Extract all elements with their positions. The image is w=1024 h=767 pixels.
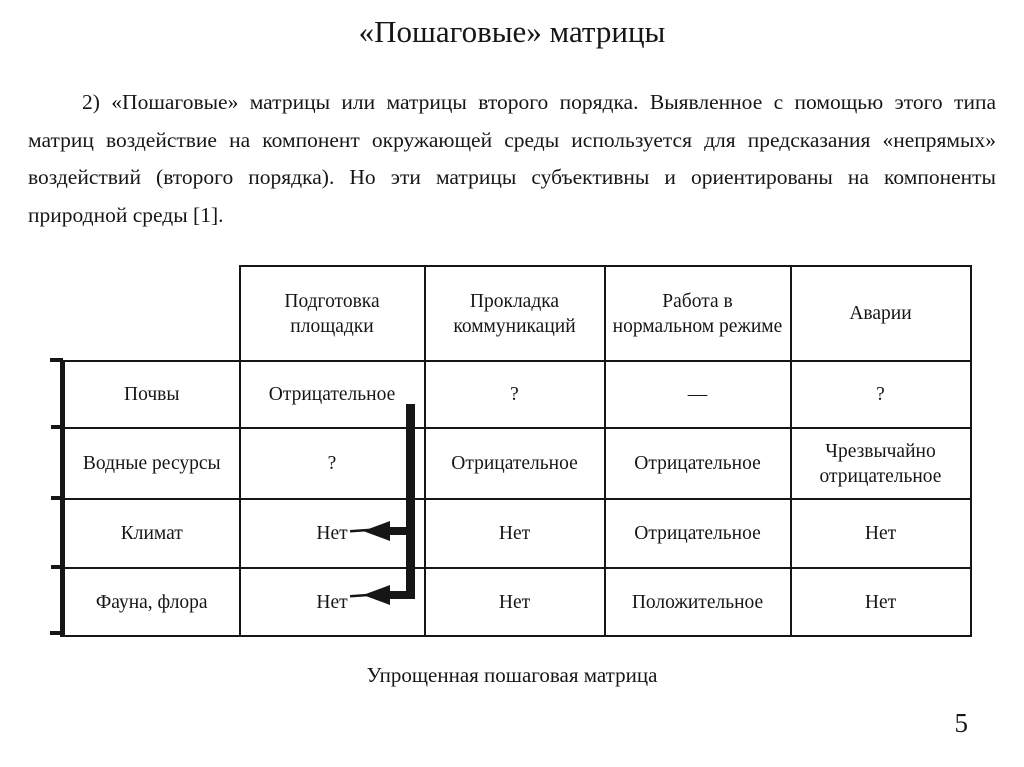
- table-row: Почвы Отрицательное ? — ?: [60, 360, 972, 429]
- row-label-water-resources: Водные ресурсы: [60, 427, 241, 500]
- cell-climate-communications: Нет: [423, 498, 606, 569]
- column-header-site-preparation: Подготовка площадки: [238, 265, 426, 362]
- column-header-communications: Прокладка коммуникаций: [423, 265, 606, 362]
- table-row: Климат Нет Нет Отрицательное Нет: [60, 498, 972, 569]
- row-label-climate: Климат: [60, 498, 241, 569]
- cell-fauna-accidents: Нет: [789, 567, 972, 637]
- row-label-soils: Почвы: [60, 360, 241, 429]
- cell-climate-preparation: Нет: [238, 498, 426, 569]
- step-matrix-table: Подготовка площадки Прокладка коммуникац…: [60, 265, 972, 637]
- column-header-accidents: Аварии: [789, 265, 972, 362]
- step-matrix-table-wrap: Подготовка площадки Прокладка коммуникац…: [60, 265, 972, 637]
- column-header-normal-operation: Работа в нормальном режиме: [603, 265, 792, 362]
- slide-title: «Пошаговые» матрицы: [358, 14, 666, 49]
- page-number: 5: [954, 708, 969, 738]
- table-row: Водные ресурсы ? Отрицательное Отрицател…: [60, 427, 972, 500]
- cell-climate-accidents: Нет: [789, 498, 972, 569]
- table-header-row: Подготовка площадки Прокладка коммуникац…: [63, 265, 972, 362]
- cell-soils-accidents: ?: [789, 360, 972, 429]
- cell-climate-operation: Отрицательное: [603, 498, 792, 569]
- row-label-fauna-flora: Фауна, флора: [60, 567, 241, 637]
- table-row: Фауна, флора Нет Нет Положительное Нет: [60, 567, 972, 637]
- body-paragraph: 2) «Пошаговые» матрицы или матрицы второ…: [28, 90, 996, 227]
- cell-soils-operation: —: [603, 360, 792, 429]
- cell-soils-communications: ?: [423, 360, 606, 429]
- cell-water-preparation: ?: [238, 427, 426, 500]
- cell-fauna-communications: Нет: [423, 567, 606, 637]
- cell-fauna-operation: Положительное: [603, 567, 792, 637]
- table-corner-blank: [63, 266, 240, 361]
- cell-water-accidents: Чрезвычайно отрицательное: [789, 427, 972, 500]
- cell-water-communications: Отрицательное: [423, 427, 606, 500]
- cell-water-operation: Отрицательное: [603, 427, 792, 500]
- cell-fauna-preparation: Нет: [238, 567, 426, 637]
- cell-soils-preparation: Отрицательное: [238, 360, 426, 429]
- table-caption: Упрощенная пошаговая матрица: [366, 663, 658, 687]
